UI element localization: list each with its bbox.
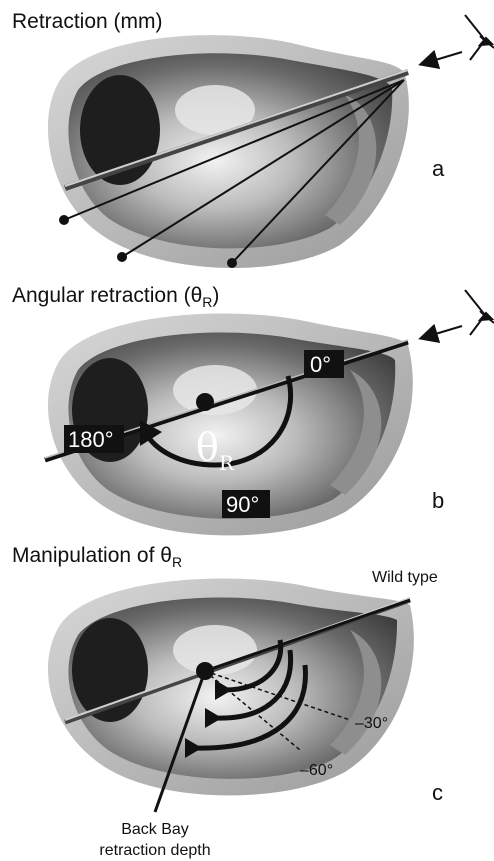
panel-b-letter: b — [432, 488, 444, 513]
panel-a-letter: a — [432, 156, 445, 181]
panel-a-title: Retraction (mm) — [12, 10, 163, 33]
retraction-point-3 — [227, 258, 237, 268]
label-0: 0° — [310, 352, 331, 377]
eye-icon — [465, 290, 494, 335]
label-minus-60: –60° — [300, 762, 333, 779]
label-180: 180° — [68, 427, 114, 452]
label-wild-type: Wild type — [372, 569, 438, 586]
panel-b-title: Angular retraction (θR) — [12, 284, 219, 310]
label-90: 90° — [226, 492, 259, 517]
eye-icon — [465, 15, 494, 60]
back-bay-label-2: retraction depth — [99, 842, 210, 859]
retraction-point-2 — [117, 252, 127, 262]
panel-c-letter: c — [432, 780, 443, 805]
arrow-icon — [422, 326, 462, 338]
panel-c-title: Manipulation of θR — [12, 544, 182, 570]
pivot-point-b — [196, 393, 214, 411]
retraction-point-1 — [59, 215, 69, 225]
back-bay-label-1: Back Bay — [121, 821, 189, 838]
arrow-icon — [422, 52, 462, 64]
eyecup-photo-c — [48, 578, 414, 795]
label-minus-30: –30° — [355, 715, 388, 732]
